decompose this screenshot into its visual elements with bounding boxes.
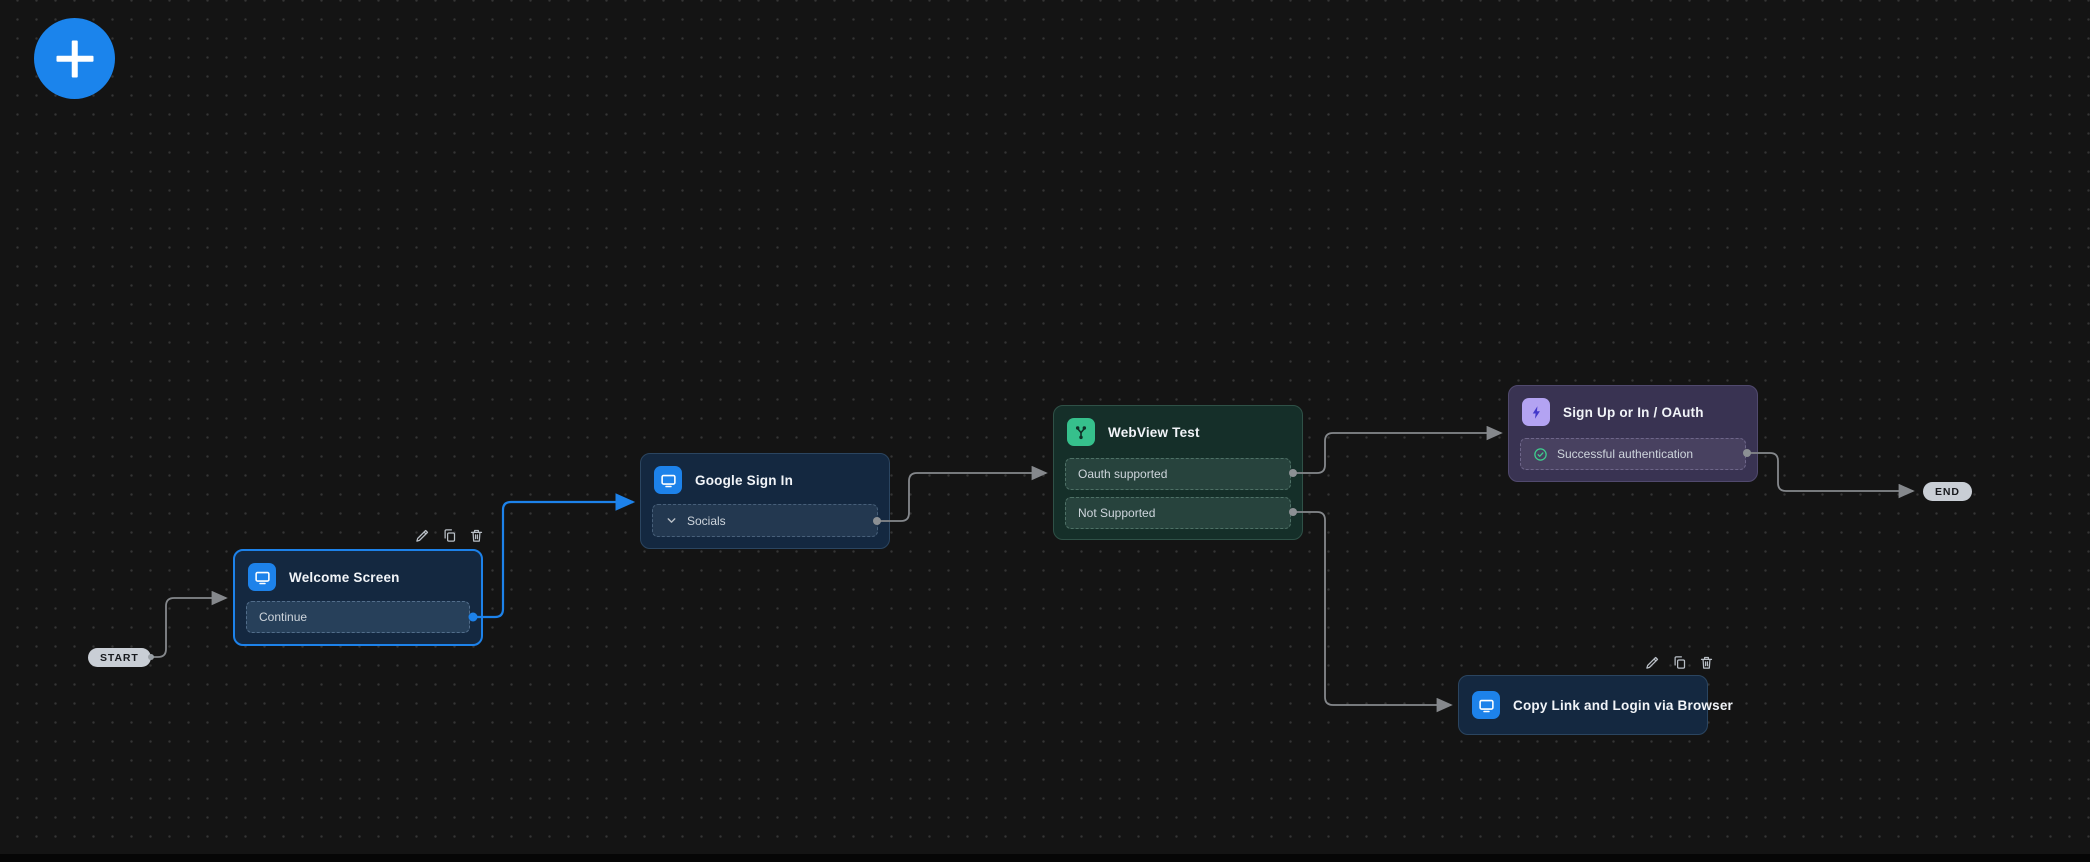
node-toolbar-copylink — [1645, 655, 1714, 670]
node-sign-up-or-in-oauth[interactable]: Sign Up or In / OAuth Successful authent… — [1508, 385, 1758, 482]
start-pill-label: START — [100, 651, 139, 664]
start-pill[interactable]: START — [88, 648, 151, 667]
end-pill-label: END — [1935, 485, 1960, 498]
edge-oauth-signup[interactable] — [1293, 425, 1503, 474]
node-title: Welcome Screen — [289, 569, 400, 585]
node-row-oauth-supported[interactable]: Oauth supported — [1065, 458, 1291, 490]
node-header: Welcome Screen — [235, 551, 481, 603]
node-row-successful-authentication[interactable]: Successful authentication — [1520, 438, 1746, 470]
node-header: Google Sign In — [641, 454, 889, 506]
copy-icon[interactable] — [442, 528, 457, 543]
pencil-icon[interactable] — [1645, 655, 1660, 670]
node-header: Copy Link and Login via Browser — [1459, 676, 1733, 734]
trash-icon[interactable] — [469, 528, 484, 543]
monitor-icon — [248, 563, 276, 591]
plus-icon — [56, 40, 93, 77]
add-node-button[interactable] — [34, 18, 115, 99]
edge-success-end[interactable] — [1747, 452, 1915, 499]
edge-socials-webview[interactable] — [877, 465, 1048, 522]
chevron-down-icon[interactable] — [665, 514, 678, 527]
row-label: Socials — [687, 513, 726, 528]
pencil-icon[interactable] — [415, 528, 430, 543]
node-welcome-screen[interactable]: Welcome Screen Continue — [233, 549, 483, 646]
node-title: WebView Test — [1108, 424, 1200, 440]
lightning-icon — [1522, 398, 1550, 426]
row-label: Successful authentication — [1557, 447, 1694, 461]
node-google-sign-in[interactable]: Google Sign In Socials — [640, 453, 890, 549]
monitor-icon — [654, 466, 682, 494]
check-circle-icon — [1533, 447, 1548, 462]
node-title: Google Sign In — [695, 472, 794, 488]
row-label: Oauth supported — [1078, 467, 1168, 481]
end-pill[interactable]: END — [1923, 482, 1972, 501]
node-title: Sign Up or In / OAuth — [1563, 404, 1704, 420]
row-label: Continue — [259, 610, 308, 624]
node-header: WebView Test — [1054, 406, 1302, 458]
row-label: Not Supported — [1078, 506, 1156, 520]
node-toolbar-welcome — [415, 528, 484, 543]
node-row-continue[interactable]: Continue — [246, 601, 470, 633]
edge-start-welcome[interactable] — [150, 590, 228, 658]
node-copy-link-and-login[interactable]: Copy Link and Login via Browser — [1458, 675, 1733, 735]
monitor-icon — [1472, 691, 1500, 719]
node-row-socials[interactable]: Socials — [652, 504, 878, 537]
branch-icon — [1067, 418, 1095, 446]
trash-icon[interactable] — [1699, 655, 1714, 670]
copy-icon[interactable] — [1672, 655, 1687, 670]
bottom-bar — [0, 854, 2090, 862]
node-header: Sign Up or In / OAuth — [1509, 386, 1757, 438]
edge-continue-google[interactable] — [473, 493, 636, 619]
node-row-not-supported[interactable]: Not Supported — [1065, 497, 1291, 529]
node-title: Copy Link and Login via Browser — [1513, 697, 1733, 713]
node-webview-test[interactable]: WebView Test Oauth supported Not Support… — [1053, 405, 1303, 540]
edge-notsupported-copylink[interactable] — [1293, 511, 1453, 713]
